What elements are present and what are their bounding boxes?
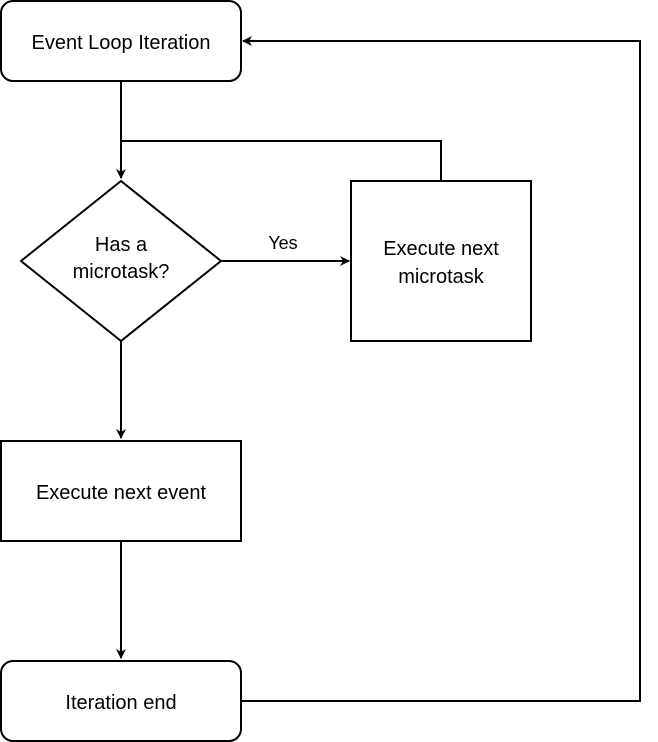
node-event-label: Execute next event: [36, 482, 207, 504]
node-decision-shape: [19, 179, 223, 343]
node-decision-label-line1: Has a: [95, 234, 148, 256]
node-event-shape: [0, 440, 242, 542]
node-end-label: Iteration end: [65, 692, 176, 714]
node-decision: Has a microtask?: [19, 179, 223, 343]
node-microtask-shape: [350, 180, 532, 342]
edges-group: [116, 36, 641, 702]
node-microtask-label-line2: microtask: [398, 266, 485, 288]
node-event: Execute next event: [0, 440, 242, 542]
node-start: Event Loop Iteration: [0, 0, 242, 82]
node-start-label: Event Loop Iteration: [31, 32, 210, 54]
node-decision-label-line2: microtask?: [73, 261, 170, 283]
edge-microtask-loop-back: [121, 140, 442, 181]
node-microtask-label-line1: Execute next: [383, 238, 499, 260]
edge-yes-label: Yes: [268, 233, 297, 253]
node-end: Iteration end: [0, 660, 242, 742]
node-microtask: Execute next microtask: [350, 180, 532, 342]
edge-end-to-start: [241, 36, 641, 702]
node-start-shape: [0, 0, 242, 82]
node-end-shape: [0, 660, 242, 742]
